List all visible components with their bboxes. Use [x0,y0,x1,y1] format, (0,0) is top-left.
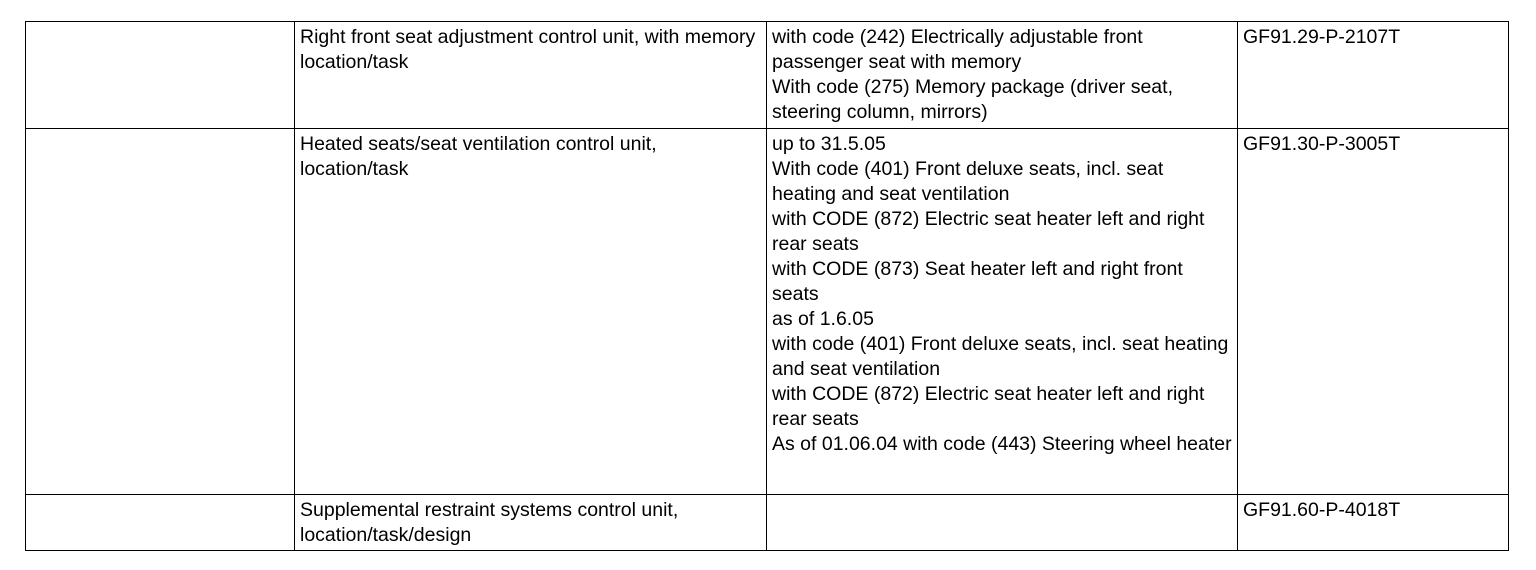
condition-line: with CODE (873) Seat heater left and rig… [772,258,1183,305]
condition-line: as of 1.6.05 [772,308,874,330]
document-code-cell: GF91.60-P-4018T [1237,494,1509,551]
condition-line: with CODE (872) Electric seat heater lef… [772,383,1205,430]
condition-line: with code (242) Electrically adjustable … [772,26,1143,73]
condition-cell [766,494,1238,551]
condition-line: With code (401) Front deluxe seats, incl… [772,158,1164,205]
component-cell: Heated seats/seat ventilation control un… [294,128,767,495]
empty-cell [25,128,295,495]
document-code: GF91.29-P-2107T [1243,26,1401,48]
table-row: Right front seat adjustment control unit… [25,21,1509,129]
component-cell: Supplemental restraint systems control u… [294,494,767,551]
component-text: Heated seats/seat ventilation control un… [300,133,657,180]
table-row: Supplemental restraint systems control u… [25,494,1509,551]
document-code: GF91.30-P-3005T [1243,133,1401,155]
table-row: Heated seats/seat ventilation control un… [25,128,1509,495]
condition-line: with CODE (872) Electric seat heater lef… [772,208,1205,255]
component-text: Right front seat adjustment control unit… [300,26,756,73]
condition-line: As of 01.06.04 with code (443) Steering … [772,433,1232,455]
component-cell: Right front seat adjustment control unit… [294,21,767,129]
condition-cell: with code (242) Electrically adjustable … [766,21,1238,129]
empty-cell [25,21,295,129]
component-text: Supplemental restraint systems control u… [300,499,679,546]
document-code-cell: GF91.30-P-3005T [1237,128,1509,495]
document-table: Right front seat adjustment control unit… [25,21,1509,551]
condition-line: With code (275) Memory package (driver s… [772,76,1173,123]
condition-line: up to 31.5.05 [772,133,886,155]
condition-cell: up to 31.5.05 With code (401) Front delu… [766,128,1238,495]
condition-line: with code (401) Front deluxe seats, incl… [772,333,1229,380]
document-code: GF91.60-P-4018T [1243,499,1401,521]
document-code-cell: GF91.29-P-2107T [1237,21,1509,129]
empty-cell [25,494,295,551]
